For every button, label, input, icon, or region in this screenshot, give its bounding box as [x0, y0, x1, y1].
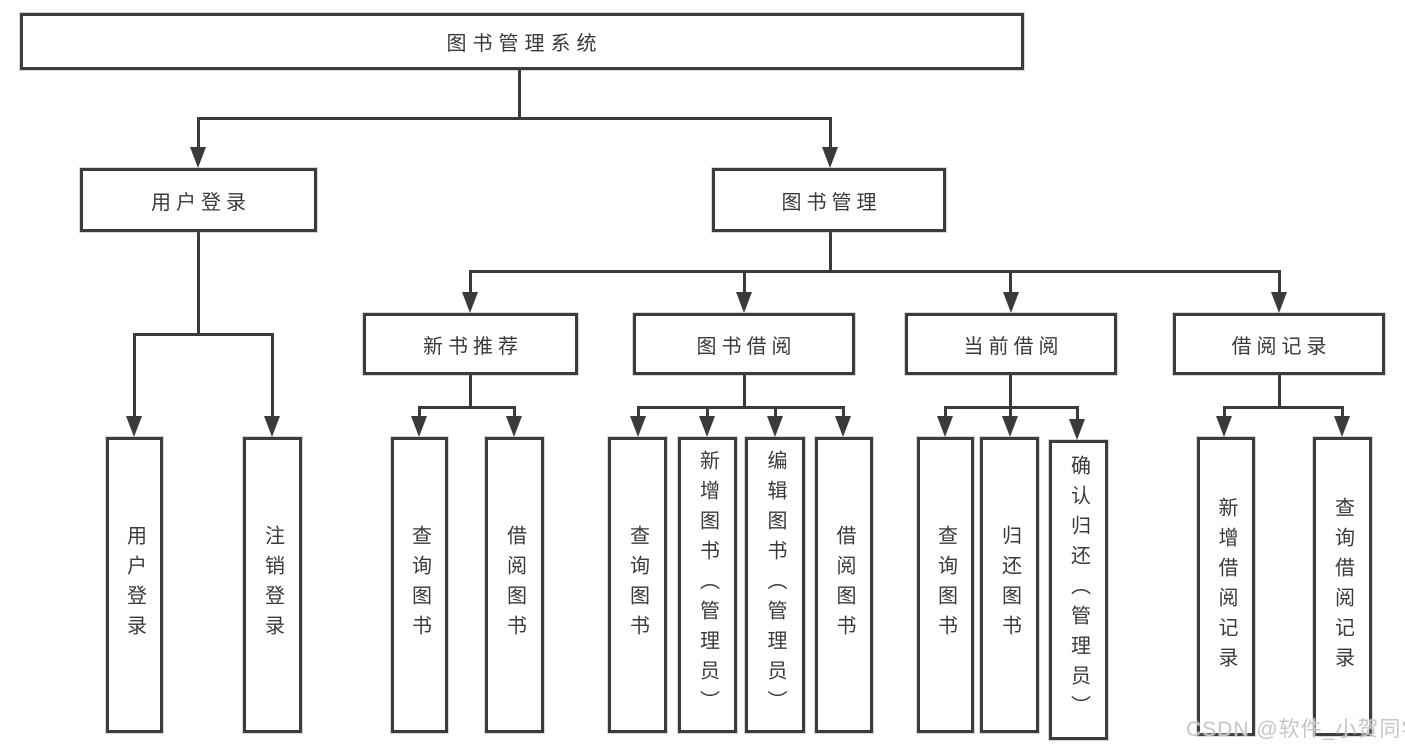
arrowhead: [699, 416, 715, 437]
node-label: 借阅记录: [1231, 335, 1332, 358]
node-label: 用户登录: [151, 191, 251, 214]
leaf-label: 归还图书: [998, 525, 1021, 645]
arrowhead: [822, 147, 838, 168]
leaf-label: 查询图书: [934, 525, 957, 645]
node-label: 图书管理: [781, 191, 882, 214]
leaf-label: 借阅图书: [833, 525, 855, 645]
connector-line: [1223, 406, 1344, 409]
connector-line: [743, 375, 746, 409]
leaf-label: 借阅图书: [503, 525, 526, 645]
connector-line: [469, 270, 1281, 273]
connector-line: [1076, 406, 1079, 422]
leaf-label: 用户登录: [123, 525, 146, 645]
connector-line: [513, 406, 516, 419]
connector-line: [197, 117, 200, 150]
leaf-query-borrow-record: 查询借阅记录: [1313, 437, 1372, 736]
connector-line: [418, 406, 516, 409]
connector-line: [1341, 406, 1344, 419]
connector-line: [418, 406, 421, 419]
connector-line: [469, 270, 472, 295]
connector-line: [469, 375, 472, 409]
connector-line: [1278, 270, 1281, 295]
connector-line: [637, 406, 640, 419]
leaf-borrow-books: 借阅图书: [815, 437, 873, 733]
leaf-borrow-books-recommend: 借阅图书: [485, 437, 544, 733]
connector-line: [829, 117, 832, 150]
connector-line: [1009, 270, 1012, 295]
node-library-management-system: 图书管理系统: [20, 13, 1024, 70]
connector-line: [271, 333, 274, 418]
connector-line: [197, 117, 832, 120]
arrowhead: [506, 416, 522, 437]
connector-line: [1223, 406, 1226, 419]
node-user-login: 用户登录: [80, 168, 317, 232]
connector-line: [842, 406, 845, 419]
node-new-book-recommend: 新书推荐: [363, 313, 578, 375]
node-label: 新书推荐: [423, 335, 523, 358]
arrowhead: [462, 292, 478, 313]
connector-line: [743, 270, 746, 295]
node-current-borrowing: 当前借阅: [905, 313, 1117, 375]
leaf-label: 新增借阅记录: [1215, 496, 1237, 677]
arrowhead: [1002, 416, 1018, 437]
connector-line: [197, 232, 200, 336]
arrowhead: [937, 416, 953, 437]
arrowhead: [630, 416, 646, 437]
node-book-borrowing: 图书借阅: [633, 313, 855, 375]
arrowhead: [126, 416, 142, 437]
node-borrowing-records: 借阅记录: [1173, 313, 1385, 375]
connector-line: [1009, 375, 1012, 409]
connector-line: [1278, 375, 1281, 409]
arrowhead: [767, 416, 783, 437]
csdn-watermark: CSDN @软件_小贺同学: [1186, 718, 1405, 741]
leaf-user-login: 用户登录: [106, 437, 163, 733]
arrowhead: [1334, 416, 1350, 437]
leaf-label: 编辑图书（管理员）: [764, 450, 786, 720]
arrowhead: [736, 292, 752, 313]
node-label: 当前借阅: [963, 335, 1064, 358]
arrowhead: [1271, 292, 1287, 313]
node-book-management: 图书管理: [712, 168, 946, 232]
arrowhead: [835, 416, 851, 437]
leaf-label: 查询图书: [408, 525, 431, 645]
leaf-label: 注销登录: [261, 525, 284, 645]
connector-line: [637, 406, 845, 409]
connector-line: [774, 406, 777, 419]
arrowhead: [411, 416, 427, 437]
leaf-label: 确认归还（管理员）: [1067, 455, 1090, 725]
arrowhead: [264, 416, 280, 437]
leaf-return-books: 归还图书: [980, 437, 1039, 733]
connector-line: [518, 70, 521, 120]
node-label: 图书管理系统: [446, 33, 603, 55]
leaf-logout: 注销登录: [243, 437, 302, 733]
leaf-add-borrow-record: 新增借阅记录: [1197, 437, 1255, 736]
leaf-query-books-borrowing: 查询图书: [608, 437, 667, 733]
connector-line: [829, 232, 832, 273]
arrowhead: [1216, 416, 1232, 437]
leaf-add-book-admin: 新增图书（管理员）: [678, 437, 737, 733]
connector-line: [706, 406, 709, 419]
node-label: 图书借阅: [696, 335, 797, 358]
leaf-query-books-recommend: 查询图书: [391, 437, 448, 733]
leaf-edit-book-admin: 编辑图书（管理员）: [745, 437, 805, 733]
leaf-label: 查询图书: [626, 525, 649, 645]
connector-line: [133, 333, 274, 336]
connector-line: [944, 406, 947, 419]
leaf-query-books-current: 查询图书: [917, 437, 974, 733]
arrowhead: [1069, 419, 1085, 440]
leaf-confirm-return-admin: 确认归还（管理员）: [1049, 440, 1108, 740]
arrowhead: [1003, 292, 1019, 313]
connector-line: [1009, 406, 1012, 419]
connector-line: [133, 333, 136, 418]
leaf-label: 查询借阅记录: [1331, 496, 1354, 677]
arrowhead: [190, 147, 206, 168]
leaf-label: 新增图书（管理员）: [696, 450, 719, 720]
